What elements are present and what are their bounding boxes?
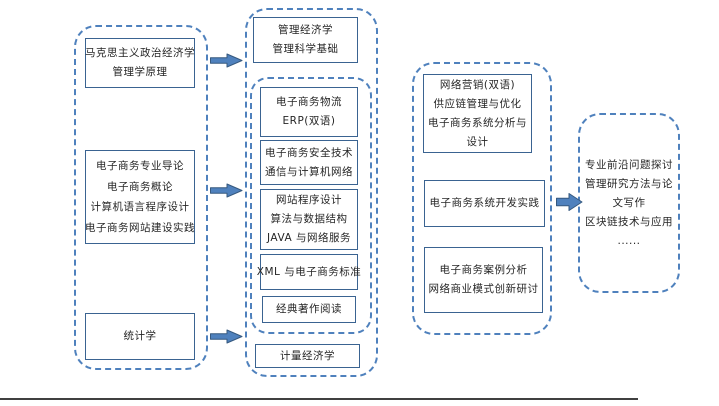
topic-line: ...... [617, 234, 641, 247]
course-line: 网络商业模式创新研讨 [428, 283, 539, 295]
course-line: JAVA 与网络服务 [267, 232, 351, 244]
course-line: 管理经济学 [278, 24, 333, 36]
course-line: 电子商务安全技术 [265, 146, 353, 159]
course-line: ERP(双语) [282, 115, 336, 127]
page-border-line [0, 398, 638, 400]
stage2-group: 管理经济学 管理科学基础 电子商务物流 ERP(双语) 电子商务安全技术 通信与… [245, 8, 378, 377]
stage3-group: 网络营销(双语) 供应链管理与优化 电子商务系统分析与 设计 电子商务系统开发实… [412, 62, 552, 335]
course-line: 算法与数据结构 [270, 213, 348, 225]
course-line: 电子商务专业导论 [96, 160, 184, 172]
right-arrow-icon [556, 192, 583, 212]
box-system-dev-practice: 电子商务系统开发实践 [424, 180, 545, 227]
topic-line: 区块链技术与应用 [585, 215, 673, 228]
box-marketing-scm-analysis: 网络营销(双语) 供应链管理与优化 电子商务系统分析与 设计 [423, 74, 532, 153]
course-line: 设计 [466, 135, 489, 148]
course-line: 马克思主义政治经济学 [85, 47, 195, 59]
course-line: 电子商务网站建设实践 [85, 221, 195, 234]
box-web-programming: 网站程序设计 算法与数据结构 JAVA 与网络服务 [260, 189, 358, 250]
right-arrow-icon [210, 329, 243, 344]
topic-line: 管理研究方法与论 [585, 177, 673, 190]
right-arrow-icon [210, 53, 243, 68]
course-line: 通信与计算机网络 [265, 165, 353, 178]
box-security-networks: 电子商务安全技术 通信与计算机网络 [260, 140, 358, 185]
stage4-group: 专业前沿问题探讨 管理研究方法与论 文写作 区块链技术与应用 ...... [578, 113, 680, 293]
box-political-economy: 马克思主义政治经济学 管理学原理 [85, 38, 195, 88]
course-line: 电子商务系统分析与 [428, 116, 527, 129]
box-managerial-economics: 管理经济学 管理科学基础 [253, 17, 358, 63]
box-ecommerce-intro: 电子商务专业导论 电子商务概论 计算机语言程序设计 电子商务网站建设实践 [85, 150, 195, 244]
box-case-analysis: 电子商务案例分析 网络商业模式创新研讨 [424, 247, 543, 313]
course-line: 计算机语言程序设计 [90, 201, 190, 213]
course-line: 电子商务物流 [276, 96, 342, 108]
course-line: 网络营销(双语) [439, 78, 516, 91]
box-econometrics: 计量经济学 [255, 344, 360, 368]
course-line: 网站程序设计 [276, 194, 342, 206]
box-statistics: 统计学 [85, 313, 195, 360]
course-line: 计量经济学 [280, 349, 335, 362]
course-line: 统计学 [123, 330, 157, 342]
course-line: XML 与电子商务标准 [256, 265, 362, 278]
box-logistics-erp: 电子商务物流 ERP(双语) [260, 87, 358, 137]
right-arrow-icon [210, 183, 243, 198]
stage1-group: 马克思主义政治经济学 管理学原理 电子商务专业导论 电子商务概论 计算机语言程序… [74, 25, 208, 370]
course-line: 电子商务系统开发实践 [429, 197, 540, 209]
course-line: 电子商务案例分析 [439, 264, 528, 276]
course-line: 电子商务概论 [107, 180, 173, 193]
box-xml-standards: XML 与电子商务标准 [256, 254, 362, 290]
box-classics-reading: 经典著作阅读 [262, 296, 356, 323]
topic-line: 文写作 [612, 196, 646, 209]
topic-line: 专业前沿问题探讨 [585, 158, 673, 171]
course-line: 供应链管理与优化 [433, 97, 522, 110]
course-line: 管理科学基础 [272, 43, 339, 55]
frontier-topics-list: 专业前沿问题探讨 管理研究方法与论 文写作 区块链技术与应用 ...... [580, 115, 678, 291]
stage2-core-subgroup: 电子商务物流 ERP(双语) 电子商务安全技术 通信与计算机网络 网站程序设计 … [250, 77, 372, 334]
course-line: 经典著作阅读 [276, 303, 342, 315]
course-line: 管理学原理 [112, 66, 168, 78]
